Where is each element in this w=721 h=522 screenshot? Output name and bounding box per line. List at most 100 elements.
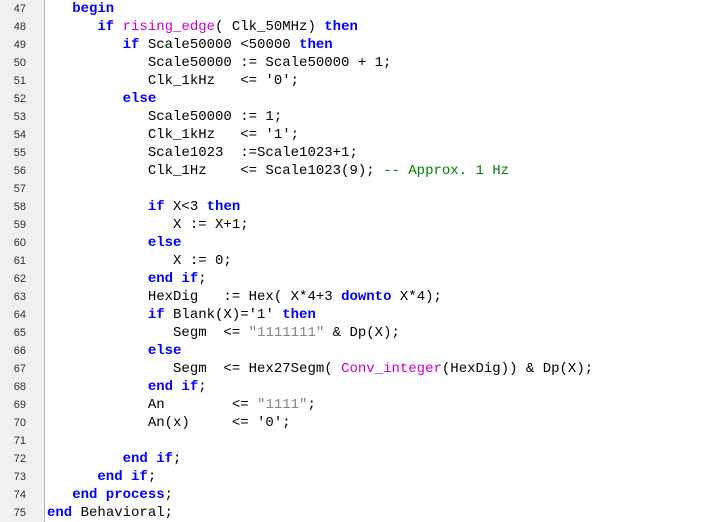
code-line[interactable]: 63 HexDig := Hex( X*4+3 downto X*4); [0, 288, 721, 306]
text-token: ; [198, 271, 207, 287]
text-token: Scale50000 := 1; [47, 109, 283, 125]
code-line[interactable]: 64 if Blank(X)='1' then [0, 306, 721, 324]
code-line[interactable]: 57 [0, 180, 721, 198]
line-number: 47 [13, 3, 26, 15]
line-number: 74 [13, 489, 26, 501]
code-line[interactable]: 73 end if; [0, 468, 721, 486]
code-line[interactable]: 49 if Scale50000 <50000 then [0, 36, 721, 54]
string-token: "1111" [257, 397, 308, 413]
text-token: Behavioral; [72, 505, 174, 521]
keyword-token: else [47, 91, 157, 107]
keyword-token: end process [47, 487, 165, 503]
keyword-token: if [47, 199, 165, 215]
text-token [114, 19, 122, 35]
code-line[interactable]: 69 An <= "1111"; [0, 396, 721, 414]
code-text: Scale50000 := Scale50000 + 1; [47, 54, 392, 72]
keyword-token: downto [341, 289, 392, 305]
code-line[interactable]: 53 Scale50000 := 1; [0, 108, 721, 126]
code-line[interactable]: 60 else [0, 234, 721, 252]
code-text: An(x) <= '0'; [47, 414, 291, 432]
text-token: An(x) <= '0'; [47, 415, 291, 431]
keyword-token: begin [47, 1, 115, 17]
code-text: Scale50000 := 1; [47, 108, 282, 126]
line-number: 67 [13, 363, 26, 375]
code-text: if Blank(X)='1' then [47, 306, 316, 324]
code-text: else [47, 342, 182, 360]
text-token: Segm <= [47, 325, 249, 341]
text-token: X*4); [391, 289, 442, 305]
code-line[interactable]: 66 else [0, 342, 721, 360]
code-line[interactable]: 71 [0, 432, 721, 450]
code-text: begin [47, 0, 114, 18]
line-number: 70 [13, 417, 26, 429]
keyword-token: then [324, 19, 358, 35]
code-text: end if; [47, 468, 156, 486]
text-token: ( Clk_50MHz) [215, 19, 325, 35]
code-line[interactable]: 50 Scale50000 := Scale50000 + 1; [0, 54, 721, 72]
code-line[interactable]: 47 begin [0, 0, 721, 18]
line-number-gutter [0, 0, 45, 522]
line-number: 61 [13, 255, 26, 267]
line-number: 66 [13, 345, 26, 357]
code-line[interactable]: 70 An(x) <= '0'; [0, 414, 721, 432]
text-token: ; [147, 469, 157, 485]
code-line[interactable]: 74 end process; [0, 486, 721, 504]
text-token: Blank(X)='1' [164, 307, 283, 323]
text-token: Clk_1kHz <= '1'; [47, 127, 300, 143]
code-line[interactable]: 56 Clk_1Hz <= Scale1023(9); -- Approx. 1… [0, 162, 721, 180]
code-text: if rising_edge( Clk_50MHz) then [47, 18, 358, 36]
text-token: X := X+1; [47, 217, 249, 233]
code-line[interactable]: 68 end if; [0, 378, 721, 396]
line-number: 57 [13, 183, 26, 195]
code-text: if Scale50000 <50000 then [47, 36, 333, 54]
code-line[interactable]: 75 end Behavioral; [0, 504, 721, 522]
line-number: 68 [13, 381, 26, 393]
keyword-token: end [47, 505, 73, 521]
text-token: HexDig := Hex( X*4+3 [47, 289, 342, 305]
code-line[interactable]: 62 end if; [0, 270, 721, 288]
keyword-token: else [47, 343, 182, 359]
keyword-token: else [47, 235, 182, 251]
line-number: 58 [13, 201, 26, 213]
line-number: 63 [13, 291, 26, 303]
code-line[interactable]: 52 else [0, 90, 721, 108]
text-token: X<3 [164, 199, 207, 215]
code-text: Clk_1kHz <= '1'; [47, 126, 299, 144]
code-text: end if; [47, 450, 182, 468]
code-text: X := X+1; [47, 216, 249, 234]
line-number: 65 [13, 327, 26, 339]
code-text: Segm <= Hex27Segm( Conv_integer(HexDig))… [47, 360, 593, 378]
keyword-token: then [299, 37, 333, 53]
line-number: 53 [13, 111, 26, 123]
code-line[interactable]: 67 Segm <= Hex27Segm( Conv_integer(HexDi… [0, 360, 721, 378]
line-number: 64 [13, 309, 26, 321]
code-text: HexDig := Hex( X*4+3 downto X*4); [47, 288, 442, 306]
code-line[interactable]: 65 Segm <= "1111111" & Dp(X); [0, 324, 721, 342]
function-token: rising_edge [122, 19, 216, 35]
code-line[interactable]: 54 Clk_1kHz <= '1'; [0, 126, 721, 144]
keyword-token: then [282, 307, 316, 323]
text-token: Clk_1kHz <= '0'; [47, 73, 300, 89]
text-token: Segm <= Hex27Segm( [47, 361, 342, 377]
line-number: 71 [13, 435, 26, 447]
code-line[interactable]: 72 end if; [0, 450, 721, 468]
line-number: 75 [13, 507, 26, 519]
text-token: An <= [47, 397, 258, 413]
line-number: 69 [13, 399, 26, 411]
line-number: 50 [13, 57, 26, 69]
code-line[interactable]: 55 Scale1023 :=Scale1023+1; [0, 144, 721, 162]
code-text: else [47, 90, 157, 108]
code-text: end if; [47, 270, 207, 288]
string-token: "1111111" [248, 325, 325, 341]
code-text: An <= "1111"; [47, 396, 316, 414]
code-line[interactable]: 59 X := X+1; [0, 216, 721, 234]
code-line[interactable]: 61 X := 0; [0, 252, 721, 270]
keyword-token: end if [47, 469, 148, 485]
code-line[interactable]: 51 Clk_1kHz <= '0'; [0, 72, 721, 90]
text-token: (HexDig)) & Dp(X); [441, 361, 594, 377]
code-line[interactable]: 58 if X<3 then [0, 198, 721, 216]
line-number: 60 [13, 237, 26, 249]
code-text: end if; [47, 378, 207, 396]
code-line[interactable]: 48 if rising_edge( Clk_50MHz) then [0, 18, 721, 36]
